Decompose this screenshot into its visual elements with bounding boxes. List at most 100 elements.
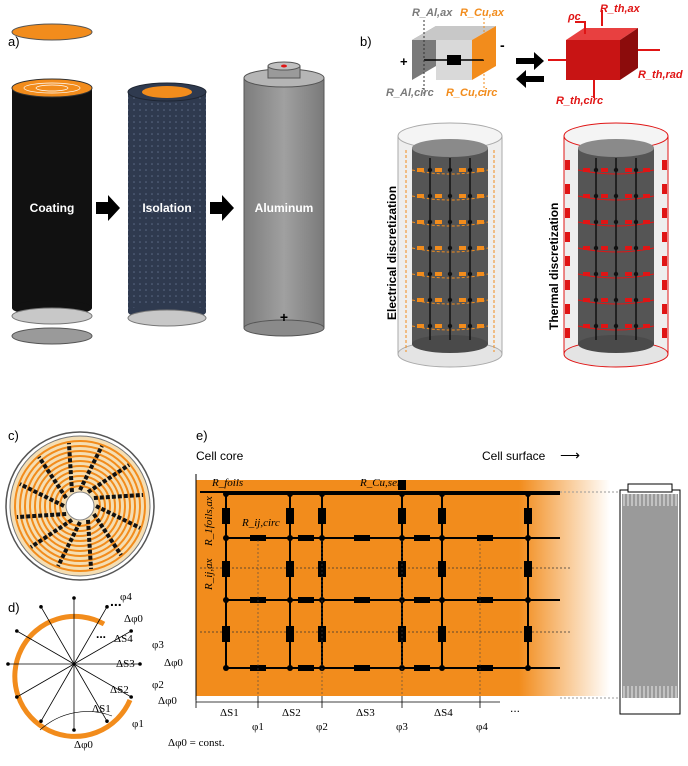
phi-4: φ4 — [120, 591, 132, 603]
thermal-node — [613, 219, 619, 225]
circ-resistor — [354, 597, 370, 603]
radial-line — [40, 606, 75, 665]
electrical-node — [427, 297, 433, 303]
label-r-th-rad: R_th,rad — [638, 69, 683, 81]
electrical-node — [447, 323, 453, 329]
thermal-surface-resistor — [662, 304, 667, 314]
electrical-resistor — [477, 298, 484, 302]
thermal-node — [633, 219, 639, 225]
dphi0-4: Δφ0 — [124, 613, 143, 625]
radial-node — [129, 629, 133, 633]
e-ds-3: ΔS3 — [356, 707, 375, 719]
electrical-resistor — [477, 194, 484, 198]
axial-resistor — [438, 561, 446, 577]
radial-node — [105, 605, 109, 609]
electrical-node — [467, 245, 473, 251]
electrical-resistor — [417, 220, 424, 224]
electrical-node — [467, 297, 473, 303]
axial-resistor — [222, 508, 230, 524]
thermal-resistor — [643, 272, 650, 276]
thermal-resistor — [601, 324, 608, 328]
thermal-element — [548, 10, 660, 98]
electrical-node — [447, 271, 453, 277]
circ-resistor — [250, 535, 266, 541]
thermal-surface-resistor — [662, 184, 667, 194]
thermal-resistor — [583, 246, 590, 250]
ds-4: ΔS4 — [114, 633, 133, 645]
thermal-resistor — [643, 168, 650, 172]
radial-node — [6, 662, 10, 666]
thermal-node — [633, 245, 639, 251]
thermal-node — [593, 219, 599, 225]
thermal-surface-resistor — [662, 280, 667, 290]
thermal-resistor — [643, 194, 650, 198]
thermal-resistor — [625, 324, 632, 328]
network-node — [287, 535, 293, 541]
label-electrical-discretization: Electrical discretization — [385, 186, 399, 320]
roll-layer — [34, 460, 126, 552]
e-phi-2: φ2 — [316, 721, 328, 733]
thermal-resistor — [601, 272, 608, 276]
electrical-resistor — [459, 272, 466, 276]
roll-layer — [44, 470, 116, 542]
electrical-discretization-cylinder — [397, 122, 503, 368]
thermal-surface-resistor — [565, 184, 570, 194]
thermal-resistor — [583, 220, 590, 224]
thermal-surface-resistor — [565, 160, 570, 170]
ds-1: ΔS1 — [92, 703, 111, 715]
radial-node — [72, 596, 76, 600]
roll-spoke — [86, 519, 94, 570]
electrical-resistor — [459, 168, 466, 172]
thermal-surface-resistor — [662, 256, 667, 266]
thermal-resistor — [583, 298, 590, 302]
electrical-node — [467, 167, 473, 173]
thermal-node — [613, 297, 619, 303]
axial-resistor — [222, 561, 230, 577]
network-node — [525, 665, 531, 671]
e-dots: ... — [510, 701, 520, 715]
label-r-ij-circ: R_ij,circ — [241, 517, 280, 529]
circ-resistor — [298, 597, 314, 603]
thermal-resistor — [583, 272, 590, 276]
network-node — [525, 597, 531, 603]
cell-surface-arrow: ⟶ — [560, 447, 580, 463]
e-ds-1: ΔS1 — [220, 707, 239, 719]
thermal-node — [613, 323, 619, 329]
electrical-resistor — [459, 220, 466, 224]
axial-resistor — [438, 626, 446, 642]
dphi0-1: Δφ0 — [74, 739, 93, 751]
label-isolation: Isolation — [142, 201, 191, 215]
radial-node — [39, 605, 43, 609]
axial-resistor — [524, 508, 532, 524]
roll-spoke — [56, 521, 82, 568]
thermal-surface-resistor — [565, 232, 570, 242]
cell-side-view — [560, 483, 681, 715]
thermal-surface-resistor — [662, 328, 667, 338]
thermal-resistor — [625, 194, 632, 198]
e-ds-4: ΔS4 — [434, 707, 453, 719]
network-node — [287, 665, 293, 671]
network-node — [287, 597, 293, 603]
roll-layer — [54, 480, 106, 532]
electrical-element — [412, 18, 496, 95]
roll-spoke — [78, 444, 104, 491]
thermal-node — [593, 323, 599, 329]
cell-coating: Coating — [11, 23, 93, 345]
circ-resistor — [298, 535, 314, 541]
electrical-resistor — [477, 220, 484, 224]
electrical-node — [427, 271, 433, 277]
thermal-node — [593, 193, 599, 199]
circ-resistor — [414, 535, 430, 541]
thermal-node — [593, 297, 599, 303]
thermal-node — [633, 271, 639, 277]
electrical-resistor — [459, 246, 466, 250]
radial-line — [73, 630, 132, 665]
thermal-resistor — [643, 246, 650, 250]
network-node — [439, 597, 445, 603]
arrow-coating-to-isolation — [96, 195, 120, 221]
plus-terminal: + — [280, 309, 288, 325]
radial-line — [16, 663, 75, 698]
circ-resistor — [414, 597, 430, 603]
electrical-resistor — [435, 194, 442, 198]
network-area — [195, 474, 610, 700]
